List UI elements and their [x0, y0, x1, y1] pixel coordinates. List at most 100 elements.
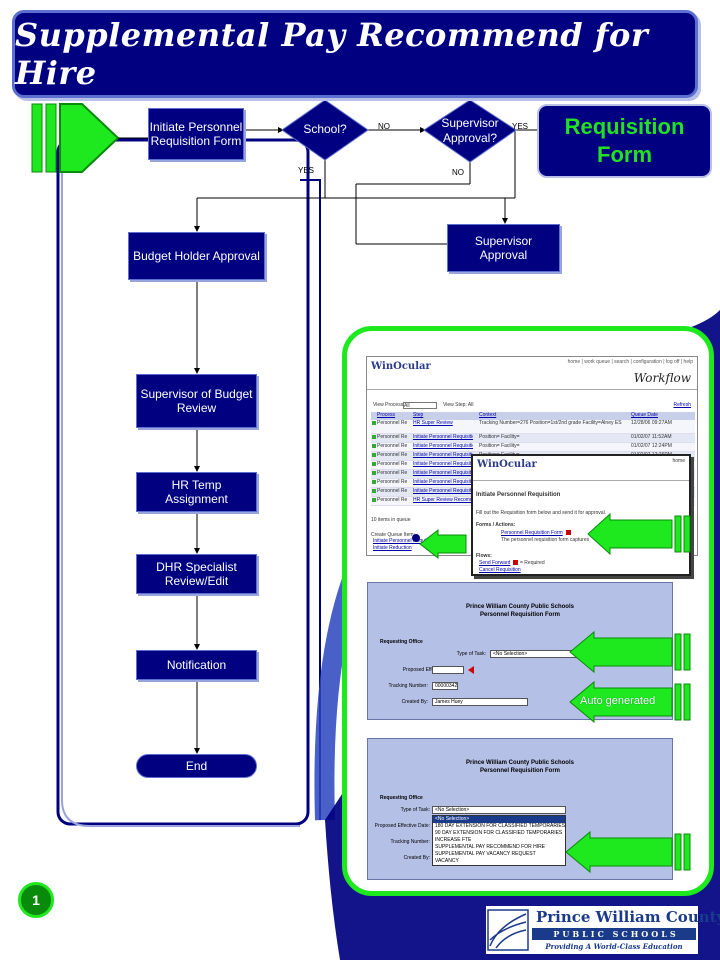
- required-marker-icon: [468, 666, 474, 674]
- view-process-select[interactable]: All: [403, 402, 437, 409]
- dropdown-option[interactable]: 180 DAY EXTENSION FOR CLASSIFIED TEMPORA…: [435, 823, 566, 829]
- budget-holder-node: Budget Holder Approval: [128, 232, 265, 280]
- table-cell[interactable]: Initiate Personnel Requisition: [413, 434, 473, 440]
- row-checkbox-icon[interactable]: [372, 489, 376, 493]
- edge-label-no: NO: [452, 168, 464, 177]
- notification-label: Notification: [166, 658, 227, 672]
- requesting-office-label: Requesting Office: [380, 639, 423, 645]
- column-header: Process: [377, 412, 396, 418]
- requisition-form-label: Requisition Form: [564, 114, 685, 167]
- end-node: End: [136, 754, 257, 778]
- table-row[interactable]: Personnel Req HR Super Review Tracking Num…: [371, 420, 695, 434]
- green-arrow-icon: [569, 680, 691, 724]
- table-cell: Personnel Req: [377, 420, 407, 426]
- dropdown-option[interactable]: <No Selection>: [433, 816, 565, 823]
- proposed-date-label: Proposed Effective Date:: [402, 667, 458, 673]
- pwcs-logo: Prince William County PUBLIC SCHOOLS Pro…: [486, 906, 720, 954]
- table-cell[interactable]: HR Super Review Recommend: [413, 497, 473, 503]
- green-arrow-icon: [565, 830, 691, 874]
- supervisor-budget-node: Supervisor of Budget Review: [136, 374, 257, 428]
- view-step-label: View Step: All: [443, 402, 474, 408]
- type-of-task-dropdown[interactable]: <No Selection>180 DAY EXTENSION FOR CLAS…: [432, 815, 566, 866]
- table-cell: Personnel Req: [377, 470, 407, 476]
- required-marker-icon: [566, 530, 571, 535]
- big-green-arrow: [31, 103, 120, 173]
- table-cell: Personnel Req: [377, 497, 407, 503]
- table-row[interactable]: Personnel Req Initiate Personnel Requisit…: [371, 434, 695, 443]
- dropdown-option[interactable]: INCREASE FTE: [435, 837, 472, 843]
- requisition-form-box: Requisition Form: [537, 104, 712, 178]
- table-cell[interactable]: Initiate Personnel Requisition: [413, 470, 473, 476]
- page-number-badge: 1: [18, 882, 54, 918]
- dhr-specialist-label: DHR Specialist Review/Edit: [156, 560, 237, 588]
- column-header: Step: [413, 412, 424, 418]
- type-of-task-label: Type of Task:: [456, 651, 486, 657]
- school-question-label: School?: [303, 122, 347, 136]
- table-cell[interactable]: HR Super Review: [413, 420, 453, 426]
- table-cell: Personnel Req: [377, 479, 407, 485]
- table-cell: Personnel Req: [377, 461, 407, 467]
- table-cell[interactable]: Initiate Personnel Requisition: [413, 452, 473, 458]
- supervisor-approval-node: Supervisor Approval: [447, 224, 560, 272]
- create-queue-label: Create Queue Item:: [371, 532, 415, 538]
- send-forward-link[interactable]: Send Forward: [479, 560, 511, 566]
- row-checkbox-icon[interactable]: [372, 498, 376, 502]
- type-of-task-label: Type of Task:: [400, 807, 430, 813]
- table-cell: Personnel Req: [377, 434, 407, 440]
- edge-label-no: NO: [378, 122, 390, 131]
- row-checkbox-icon[interactable]: [372, 462, 376, 466]
- auto-generated-label: Auto generated: [580, 695, 656, 707]
- dropdown-option[interactable]: 90 DAY EXTENSION FOR CLASSIFIED TEMPORAR…: [435, 830, 563, 836]
- requisition-form-dropdown-screenshot: Prince William County Public Schools Per…: [367, 738, 673, 880]
- column-header: Context: [479, 412, 497, 418]
- popup-instruction: Fill out the Requisition form below and …: [476, 510, 607, 516]
- dropdown-option[interactable]: VACANCY: [435, 858, 459, 864]
- required-legend: = Required: [520, 560, 545, 566]
- dropdown-option[interactable]: SUPPLEMENTAL PAY RECOMMEND FOR HIRE: [435, 844, 546, 850]
- initiate-requisition-label: Initiate Personnel Requisition Form: [149, 120, 243, 148]
- row-checkbox-icon[interactable]: [372, 421, 376, 425]
- green-arrow-icon: [569, 630, 691, 674]
- initiate-requisition-popup: WinOcular home Initiate Personnel Requis…: [471, 454, 691, 576]
- row-checkbox-icon[interactable]: [372, 453, 376, 457]
- table-cell: Tracking Number=276 Position=1st/2nd gra…: [479, 420, 622, 426]
- row-checkbox-icon[interactable]: [372, 480, 376, 484]
- green-arrow-icon: [587, 512, 691, 556]
- table-cell: 01/02/07 12:24PM: [631, 443, 672, 449]
- created-by-input[interactable]: James Huey: [432, 698, 528, 706]
- notification-node: Notification: [136, 650, 257, 680]
- table-cell[interactable]: Initiate Personnel Requisition: [413, 461, 473, 467]
- row-checkbox-icon[interactable]: [372, 444, 376, 448]
- dropdown-option[interactable]: SUPPLEMENTAL PAY VACANCY REQUEST: [435, 851, 536, 857]
- proposed-date-label: Proposed Effective Date:: [374, 823, 430, 829]
- workflow-nav[interactable]: home | work queue | search | configurati…: [567, 359, 693, 365]
- pwcs-logo-name: Prince William County: [536, 908, 720, 926]
- view-process-label: View Process:: [373, 402, 405, 408]
- edge-label-yes: YES: [298, 166, 315, 175]
- initiate-requisition-node: Initiate Personnel Requisition Form: [148, 108, 244, 160]
- tracking-number-input[interactable]: 00000342: [432, 682, 458, 690]
- personnel-requisition-form-link[interactable]: Personnel Requisition Form: [501, 530, 563, 536]
- type-of-task-select[interactable]: <No Selection>: [432, 806, 566, 814]
- table-cell[interactable]: Initiate Personnel Requisition: [413, 479, 473, 485]
- table-cell: 01/02/07 11:52AM: [631, 434, 672, 440]
- cancel-requisition-link[interactable]: Cancel Requisition: [479, 567, 521, 573]
- create-link-reduction[interactable]: Initiate Reduction: [373, 545, 412, 551]
- workflow-heading: Workflow: [633, 371, 691, 385]
- row-checkbox-icon[interactable]: [372, 471, 376, 475]
- budget-holder-label: Budget Holder Approval: [133, 249, 260, 263]
- table-cell: 12/28/06 09:27AM: [631, 420, 672, 426]
- winocular-logo: WinOcular: [477, 459, 537, 470]
- proposed-date-input[interactable]: [432, 666, 464, 674]
- pwcs-logo-tagline: Providing A World-Class Education: [545, 942, 683, 951]
- title-banner: Supplemental Pay Recommend for Hire: [12, 10, 698, 98]
- table-cell[interactable]: Initiate Personnel Requisition: [413, 443, 473, 449]
- row-checkbox-icon[interactable]: [372, 435, 376, 439]
- page-title: Supplemental Pay Recommend for Hire: [15, 16, 649, 92]
- refresh-link[interactable]: Refresh: [673, 402, 691, 408]
- create-link-initiate[interactable]: Initiate Personnel Requisition: [373, 538, 438, 544]
- popup-nav[interactable]: home: [672, 458, 685, 464]
- table-cell[interactable]: Initiate Personnel Requisition: [413, 488, 473, 494]
